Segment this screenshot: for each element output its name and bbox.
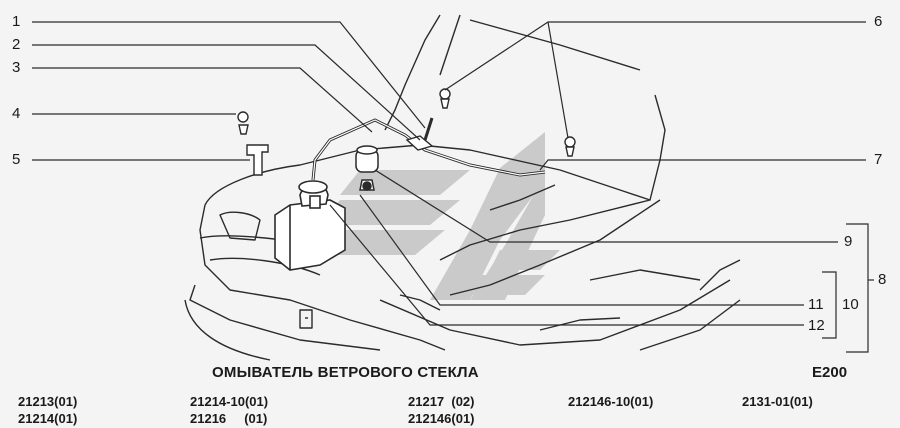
callout-1: 1 xyxy=(12,13,21,30)
model-code: 21214-10(01) xyxy=(190,394,269,409)
callout-7: 7 xyxy=(874,151,883,168)
callout-12: 12 xyxy=(808,317,825,334)
diagram-code: E200 xyxy=(812,364,848,381)
model-column-2: 21214-10(01) 21216 (01) xyxy=(190,393,268,427)
callout-6: 6 xyxy=(874,13,883,30)
model-code: 212146-10(01) xyxy=(568,394,654,409)
diagram-title: ОМЫВАТЕЛЬ ВЕТРОВОГО СТЕКЛА xyxy=(212,364,479,381)
callout-11: 11 xyxy=(808,296,824,313)
callout-4: 4 xyxy=(12,105,21,122)
model-code: 212146(01) xyxy=(408,411,475,426)
model-column-3: 21217 (02) 212146(01) xyxy=(408,393,475,427)
callout-9: 9 xyxy=(844,233,853,250)
washer-tank xyxy=(274,180,346,271)
callout-3: 3 xyxy=(12,59,21,76)
callout-5: 5 xyxy=(12,151,21,168)
car-body xyxy=(184,14,741,361)
model-column-1: 21213(01) 21214(01) xyxy=(18,393,77,427)
model-code: 21213(01) xyxy=(18,394,78,409)
callout-2: 2 xyxy=(12,36,21,53)
washer-pump xyxy=(355,145,379,191)
model-code: 21217 (02) xyxy=(408,394,475,409)
model-column-5: 2131-01(01) xyxy=(742,393,813,410)
leader-lines xyxy=(32,21,874,353)
model-code: 2131-01(01) xyxy=(742,394,813,409)
callout-10: 10 xyxy=(842,296,859,313)
callout-8: 8 xyxy=(878,271,887,288)
hose-inner xyxy=(312,119,546,181)
model-code: 21214(01) xyxy=(18,411,78,426)
model-code: 21216 (01) xyxy=(190,411,268,426)
small-parts xyxy=(237,88,576,176)
model-column-4: 212146-10(01) xyxy=(568,393,653,410)
